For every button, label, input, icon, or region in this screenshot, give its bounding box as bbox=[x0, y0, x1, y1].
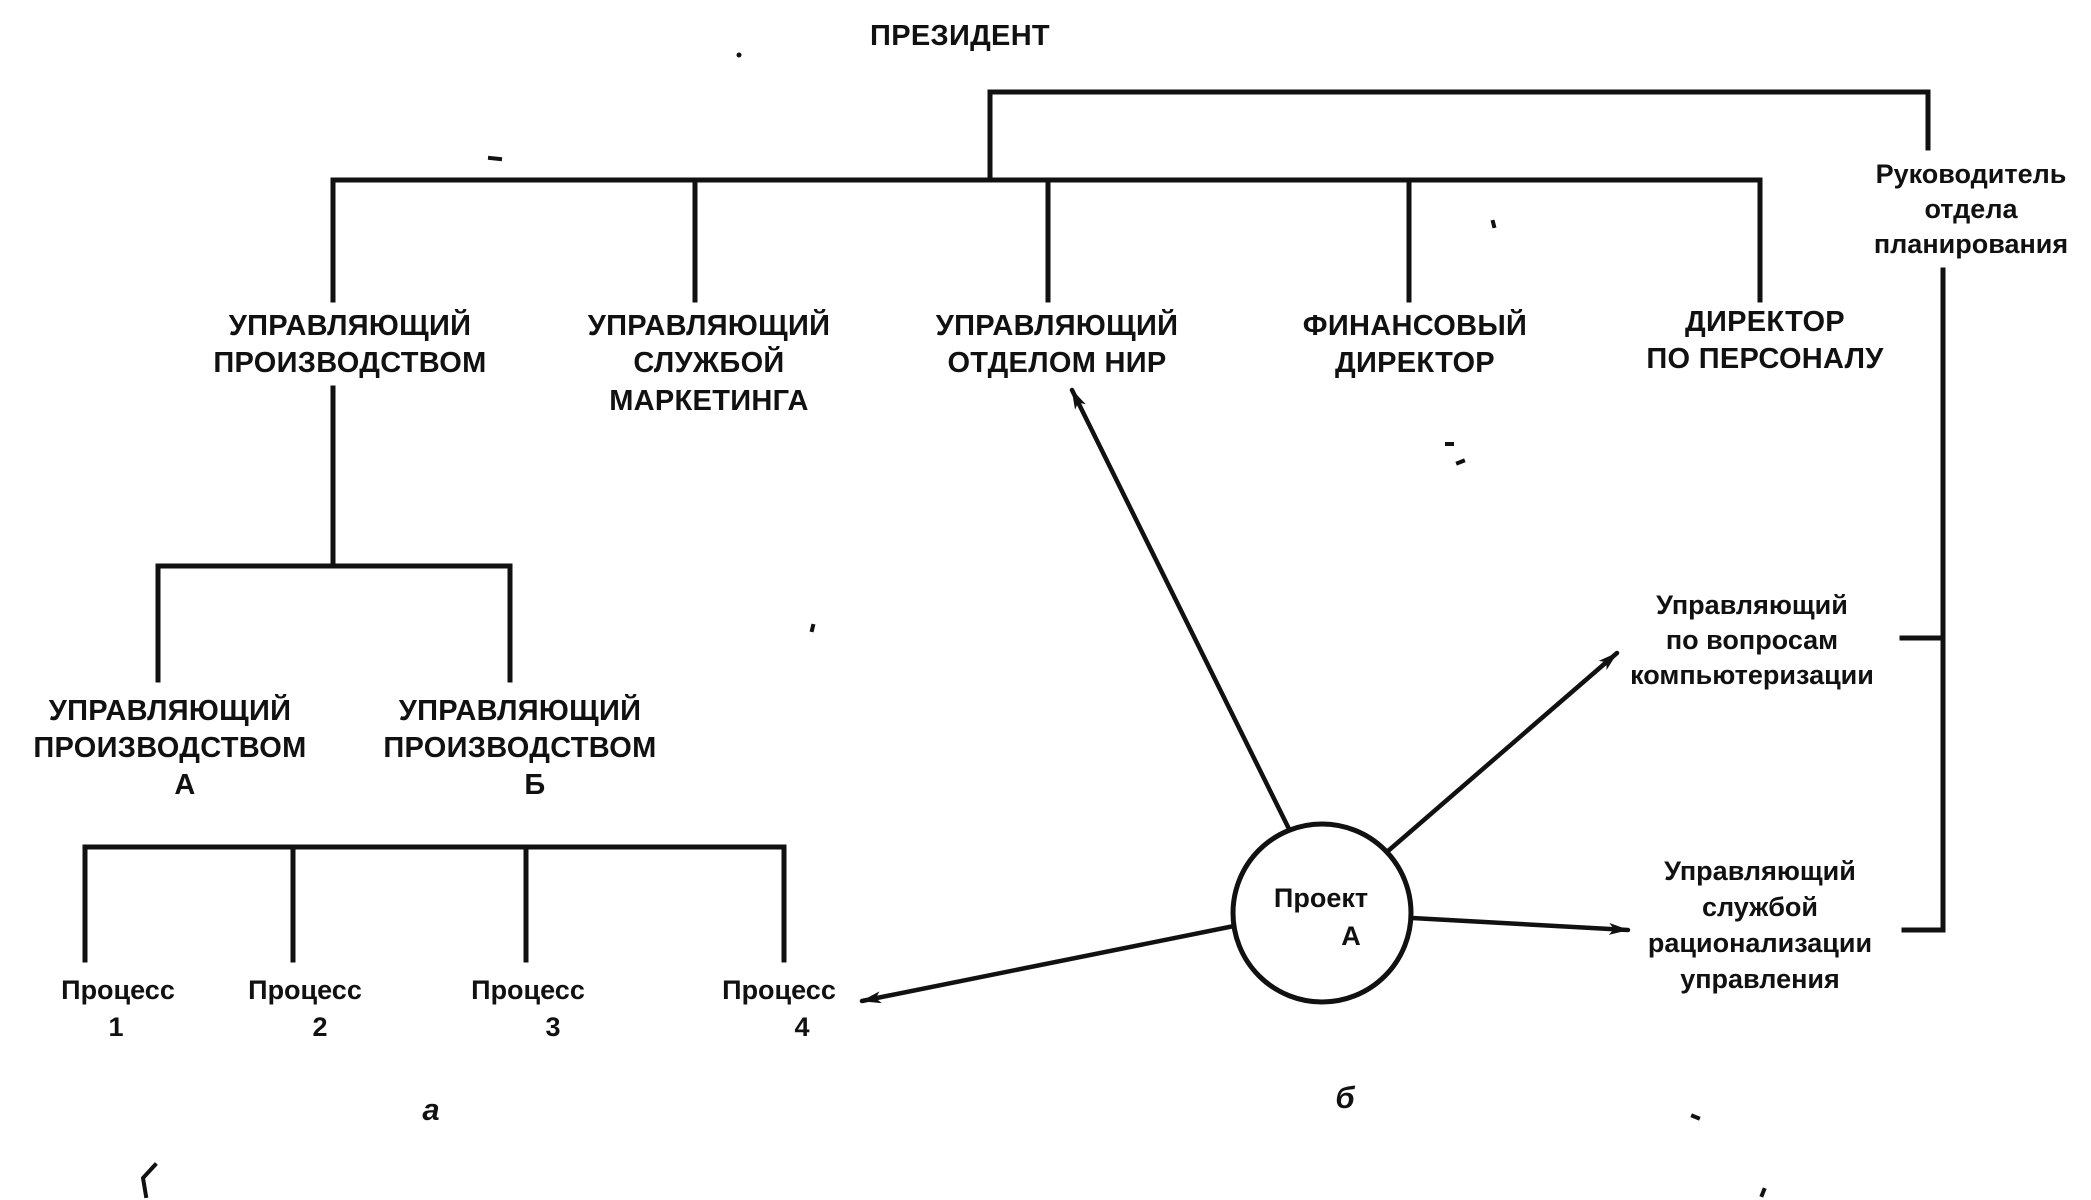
rnd-manager-line-1: УПРАВЛЯЮЩИЙ bbox=[936, 308, 1178, 342]
production-manager-node: УПРАВЛЯЮЩИЙ ПРОИЗВОДСТВОМ bbox=[213, 308, 486, 379]
production-a-line-2: ПРОИЗВОДСТВОМ bbox=[33, 732, 306, 764]
connector-lines bbox=[82, 89, 1946, 963]
process-2-node: Процесс 2 bbox=[248, 975, 362, 1042]
right-panel-label: б bbox=[1335, 1080, 1355, 1115]
planning-head-node: Руководитель отдела планирования bbox=[1874, 159, 2068, 259]
scan-marks bbox=[140, 52, 1767, 1199]
production-b-node: УПРАВЛЯЮЩИЙ ПРОИЗВОДСТВОМ Б bbox=[383, 693, 656, 801]
rationalization-manager-line-2: службой bbox=[1702, 892, 1818, 922]
marketing-manager-line-2: СЛУЖБОЙ bbox=[633, 345, 784, 379]
arrow-to-rnd-manager bbox=[1069, 387, 1293, 834]
president-label: ПРЕЗИДЕНТ bbox=[870, 20, 1050, 52]
production-manager-line-2: ПРОИЗВОДСТВОМ bbox=[213, 347, 486, 379]
production-b-line-1: УПРАВЛЯЮЩИЙ bbox=[399, 693, 641, 727]
scan-mark bbox=[1690, 1113, 1701, 1121]
rnd-manager-line-2: ОТДЕЛОМ НИР bbox=[947, 347, 1166, 379]
rationalization-manager-line-4: управления bbox=[1680, 964, 1840, 994]
process-4-label: Процесс bbox=[722, 975, 836, 1005]
computerization-manager-line-3: компьютеризации bbox=[1630, 660, 1874, 690]
left-panel-label: а bbox=[422, 1092, 439, 1127]
project-arrows bbox=[859, 387, 1631, 1004]
finance-director-line-2: ДИРЕКТОР bbox=[1335, 347, 1495, 379]
scan-mark bbox=[140, 1162, 158, 1199]
process-1-label: Процесс bbox=[61, 975, 175, 1005]
production-manager-line-1: УПРАВЛЯЮЩИЙ bbox=[229, 308, 471, 342]
hr-director-node: ДИРЕКТОР ПО ПЕРСОНАЛУ bbox=[1646, 306, 1884, 375]
project-a-line-2: А bbox=[1341, 921, 1361, 951]
marketing-manager-line-1: УПРАВЛЯЮЩИЙ bbox=[588, 308, 830, 342]
arrow-to-process-4 bbox=[859, 920, 1252, 1004]
scan-mark bbox=[1759, 1187, 1767, 1198]
scan-mark bbox=[736, 52, 742, 58]
production-b-line-2: ПРОИЗВОДСТВОМ bbox=[383, 732, 656, 764]
scan-mark bbox=[1490, 219, 1497, 229]
process-3-node: Процесс 3 bbox=[471, 975, 585, 1042]
process-3-number: 3 bbox=[545, 1012, 560, 1042]
production-a-node: УПРАВЛЯЮЩИЙ ПРОИЗВОДСТВОМ А bbox=[33, 693, 306, 801]
process-4-node: Процесс 4 bbox=[722, 975, 836, 1042]
rationalization-manager-line-3: рационализации bbox=[1648, 928, 1872, 958]
rationalization-manager-line-1: Управляющий bbox=[1664, 856, 1856, 886]
planning-head-line-1: Руководитель bbox=[1876, 159, 2067, 189]
marketing-manager-line-3: МАРКЕТИНГА bbox=[609, 385, 809, 417]
president-top-bracket bbox=[987, 89, 1931, 181]
rationalization-manager-node: Управляющий службой рационализации управ… bbox=[1648, 856, 1872, 994]
project-a-line-1: Проект bbox=[1274, 883, 1368, 913]
computerization-manager-line-2: по вопросам bbox=[1666, 625, 1838, 655]
project-a-circle bbox=[1230, 821, 1414, 1005]
project-a-node: Проект А bbox=[1274, 883, 1368, 951]
arrow-to-rationalization-manager bbox=[1409, 915, 1631, 935]
hr-director-line-2: ПО ПЕРСОНАЛУ bbox=[1646, 343, 1884, 375]
computerization-manager-node: Управляющий по вопросам компьютеризации bbox=[1630, 590, 1874, 690]
planning-head-line-3: планирования bbox=[1874, 229, 2068, 259]
finance-director-line-1: ФИНАНСОВЫЙ bbox=[1303, 308, 1527, 342]
finance-director-node: ФИНАНСОВЫЙ ДИРЕКТОР bbox=[1303, 308, 1527, 379]
scan-mark bbox=[487, 155, 503, 162]
marketing-manager-node: УПРАВЛЯЮЩИЙ СЛУЖБОЙ МАРКЕТИНГА bbox=[588, 308, 830, 417]
production-a-line-3: А bbox=[174, 769, 195, 801]
process-3-label: Процесс bbox=[471, 975, 585, 1005]
process-1-node: Процесс 1 bbox=[61, 975, 175, 1042]
planning-head-line-2: отдела bbox=[1924, 194, 2018, 224]
production-b-line-3: Б bbox=[524, 769, 545, 801]
process-2-number: 2 bbox=[312, 1012, 327, 1042]
production-a-line-1: УПРАВЛЯЮЩИЙ bbox=[49, 693, 291, 727]
scan-mark bbox=[809, 623, 816, 633]
hr-director-line-1: ДИРЕКТОР bbox=[1685, 306, 1845, 338]
rnd-manager-node: УПРАВЛЯЮЩИЙ ОТДЕЛОМ НИР bbox=[936, 308, 1178, 379]
process-4-number: 4 bbox=[794, 1012, 809, 1042]
process-1-number: 1 bbox=[108, 1012, 123, 1042]
computerization-manager-line-1: Управляющий bbox=[1656, 590, 1848, 620]
arrow-to-computerization-manager bbox=[1385, 650, 1620, 854]
process-2-label: Процесс bbox=[248, 975, 362, 1005]
scan-mark bbox=[1455, 458, 1466, 466]
